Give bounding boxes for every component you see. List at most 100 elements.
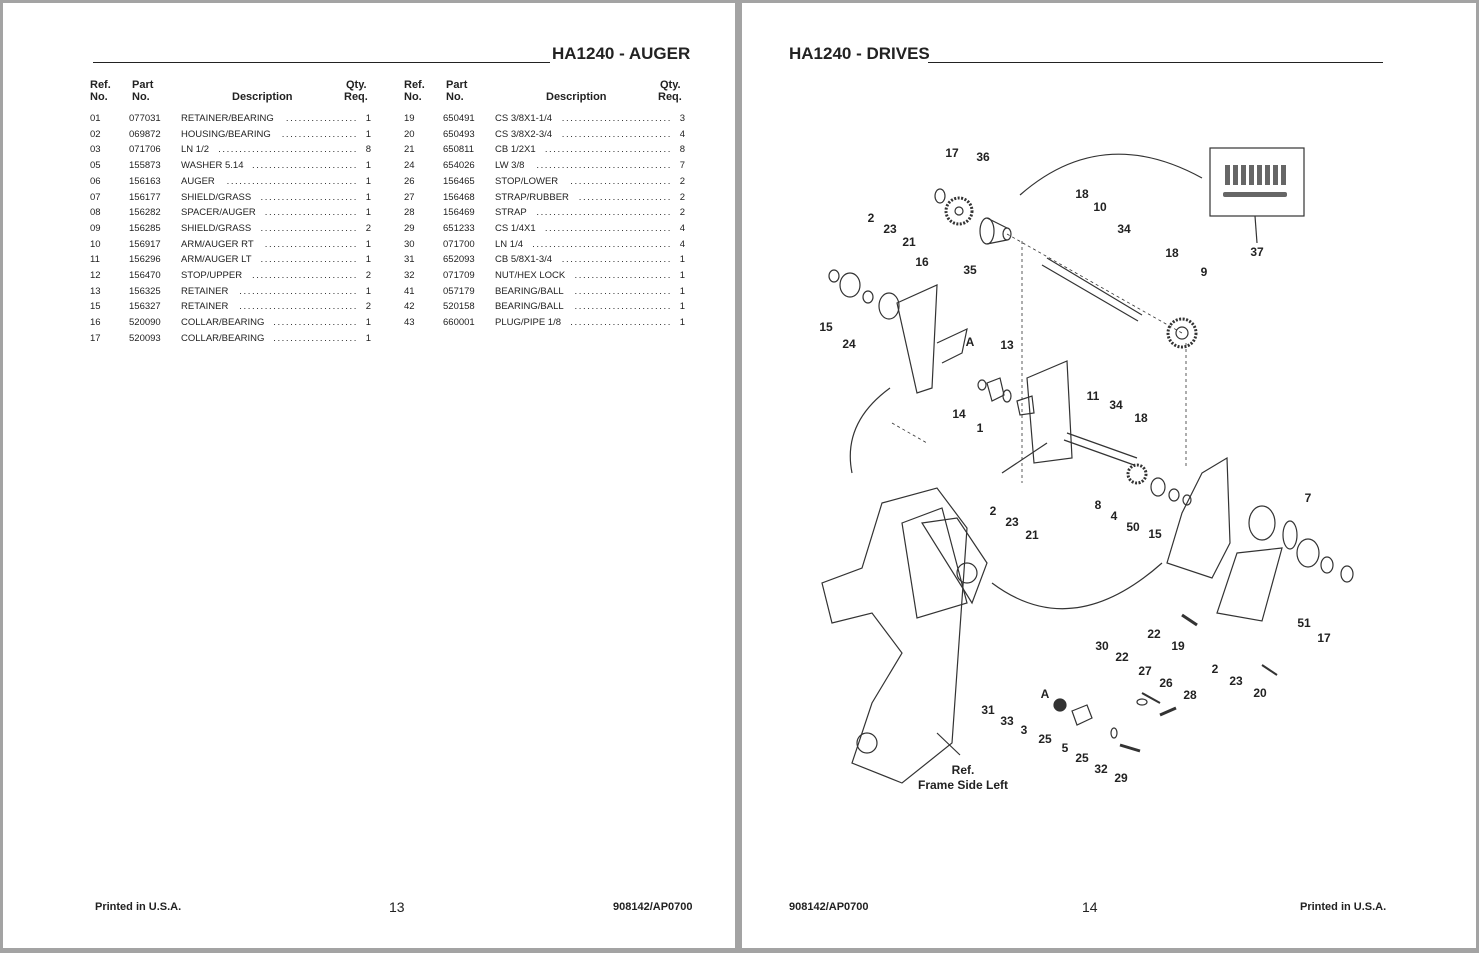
callout-33: 33 xyxy=(1000,714,1014,728)
description: SHIELD/GRASS xyxy=(181,191,252,203)
leader-dots: ...................... xyxy=(578,191,672,203)
callout-25: 25 xyxy=(1038,732,1052,746)
part-no: 156917 xyxy=(129,238,161,250)
description: ARM/AUGER RT xyxy=(181,238,254,250)
qty-header: Qty. xyxy=(346,79,367,91)
qty-req: 2 xyxy=(365,301,371,313)
callout-16: 16 xyxy=(915,255,929,269)
arm-plate xyxy=(1026,360,1073,464)
qty-req: 1 xyxy=(365,191,371,203)
leader-dots: ....................... xyxy=(260,254,358,266)
callout-13: 13 xyxy=(1000,338,1014,352)
qty-req: 4 xyxy=(679,128,685,140)
description: CS 3/8X2-3/4 xyxy=(495,128,553,140)
callout-36: 36 xyxy=(976,150,990,164)
footer-doc-id: 908142/AP0700 xyxy=(789,901,869,913)
callout-11: 11 xyxy=(1086,389,1100,403)
description: NUT/HEX LOCK xyxy=(495,270,566,281)
part-no: 156177 xyxy=(129,191,161,203)
description: AUGER xyxy=(181,175,215,187)
ref-no: 02 xyxy=(90,128,101,140)
ref-label: Ref. xyxy=(951,763,975,777)
leader-dots: ......................... xyxy=(252,160,358,172)
leader-dots: ...................... xyxy=(264,207,358,219)
qty-req: 1 xyxy=(365,317,371,329)
page-number: 14 xyxy=(1082,899,1098,915)
part-no: 520158 xyxy=(443,301,475,313)
description: LN 1/4 xyxy=(495,238,523,250)
leader-dots: ........................ xyxy=(570,317,672,329)
bearing-collar xyxy=(934,188,946,204)
callout-35: 35 xyxy=(963,263,977,277)
leader-dots: ................................. xyxy=(532,238,672,250)
qty-req: 4 xyxy=(679,238,685,250)
qty-req: 2 xyxy=(365,222,371,234)
callout-21: 21 xyxy=(902,235,916,249)
ref-no: 28 xyxy=(404,207,415,219)
callout-18: 18 xyxy=(1134,411,1148,425)
leader-dots: .......................... xyxy=(561,254,672,266)
callout-15: 15 xyxy=(1148,527,1162,541)
description: LN 1/2 xyxy=(181,144,209,156)
ref-no: 20 xyxy=(404,128,415,140)
qty-req: 2 xyxy=(365,270,371,281)
ref-no: 05 xyxy=(90,160,101,172)
leader-dots: ......................... xyxy=(252,270,358,281)
callout-23: 23 xyxy=(883,222,897,236)
description: CS 1/4X1 xyxy=(495,222,536,234)
leader-dots: ....................... xyxy=(574,270,672,281)
qty-req: 4 xyxy=(679,222,685,234)
callout-A: A xyxy=(965,335,975,349)
title-rule xyxy=(93,62,550,63)
exploded-parts-diagram xyxy=(821,147,1354,784)
description: HOUSING/BEARING xyxy=(181,128,271,140)
qty-req: 8 xyxy=(679,144,685,156)
ref-no: 43 xyxy=(404,317,415,329)
ref-no: 19 xyxy=(404,113,415,124)
leader-dots: ................................ xyxy=(536,207,672,219)
callout-34: 34 xyxy=(1109,398,1123,412)
ref-no: 26 xyxy=(404,175,415,187)
leader-dots: ............................ xyxy=(239,285,358,297)
footer-printed: Printed in U.S.A. xyxy=(95,901,182,913)
ref-no: 29 xyxy=(404,222,415,234)
ref-no: 32 xyxy=(404,270,415,281)
description: BEARING/BALL xyxy=(495,285,564,297)
part-no: 071700 xyxy=(443,238,475,250)
part-no: 156163 xyxy=(129,175,161,187)
callout-37: 37 xyxy=(1250,245,1264,259)
callout-A: A xyxy=(1040,687,1050,701)
description: COLLAR/BEARING xyxy=(181,317,265,329)
part-no: 651233 xyxy=(443,222,475,234)
callout-50: 50 xyxy=(1126,520,1140,534)
part-no: 654026 xyxy=(443,160,475,172)
ref-header: Ref. xyxy=(90,79,111,91)
part-no: 071706 xyxy=(129,144,161,156)
part-no: 057179 xyxy=(443,285,475,297)
qty-req: 1 xyxy=(679,270,685,281)
callout-34: 34 xyxy=(1117,222,1131,236)
callout-27: 27 xyxy=(1138,664,1152,678)
description: PLUG/PIPE 1/8 xyxy=(495,317,562,329)
side-plate xyxy=(896,284,938,394)
callout-19: 19 xyxy=(1171,639,1185,653)
leader-dots: .............................. xyxy=(544,144,672,156)
leader-dots: .............................. xyxy=(544,222,672,234)
leader-dots: ....................... xyxy=(260,191,358,203)
ref-header: No. xyxy=(90,91,108,103)
qty-req: 2 xyxy=(679,191,685,203)
part-header: No. xyxy=(446,91,464,103)
